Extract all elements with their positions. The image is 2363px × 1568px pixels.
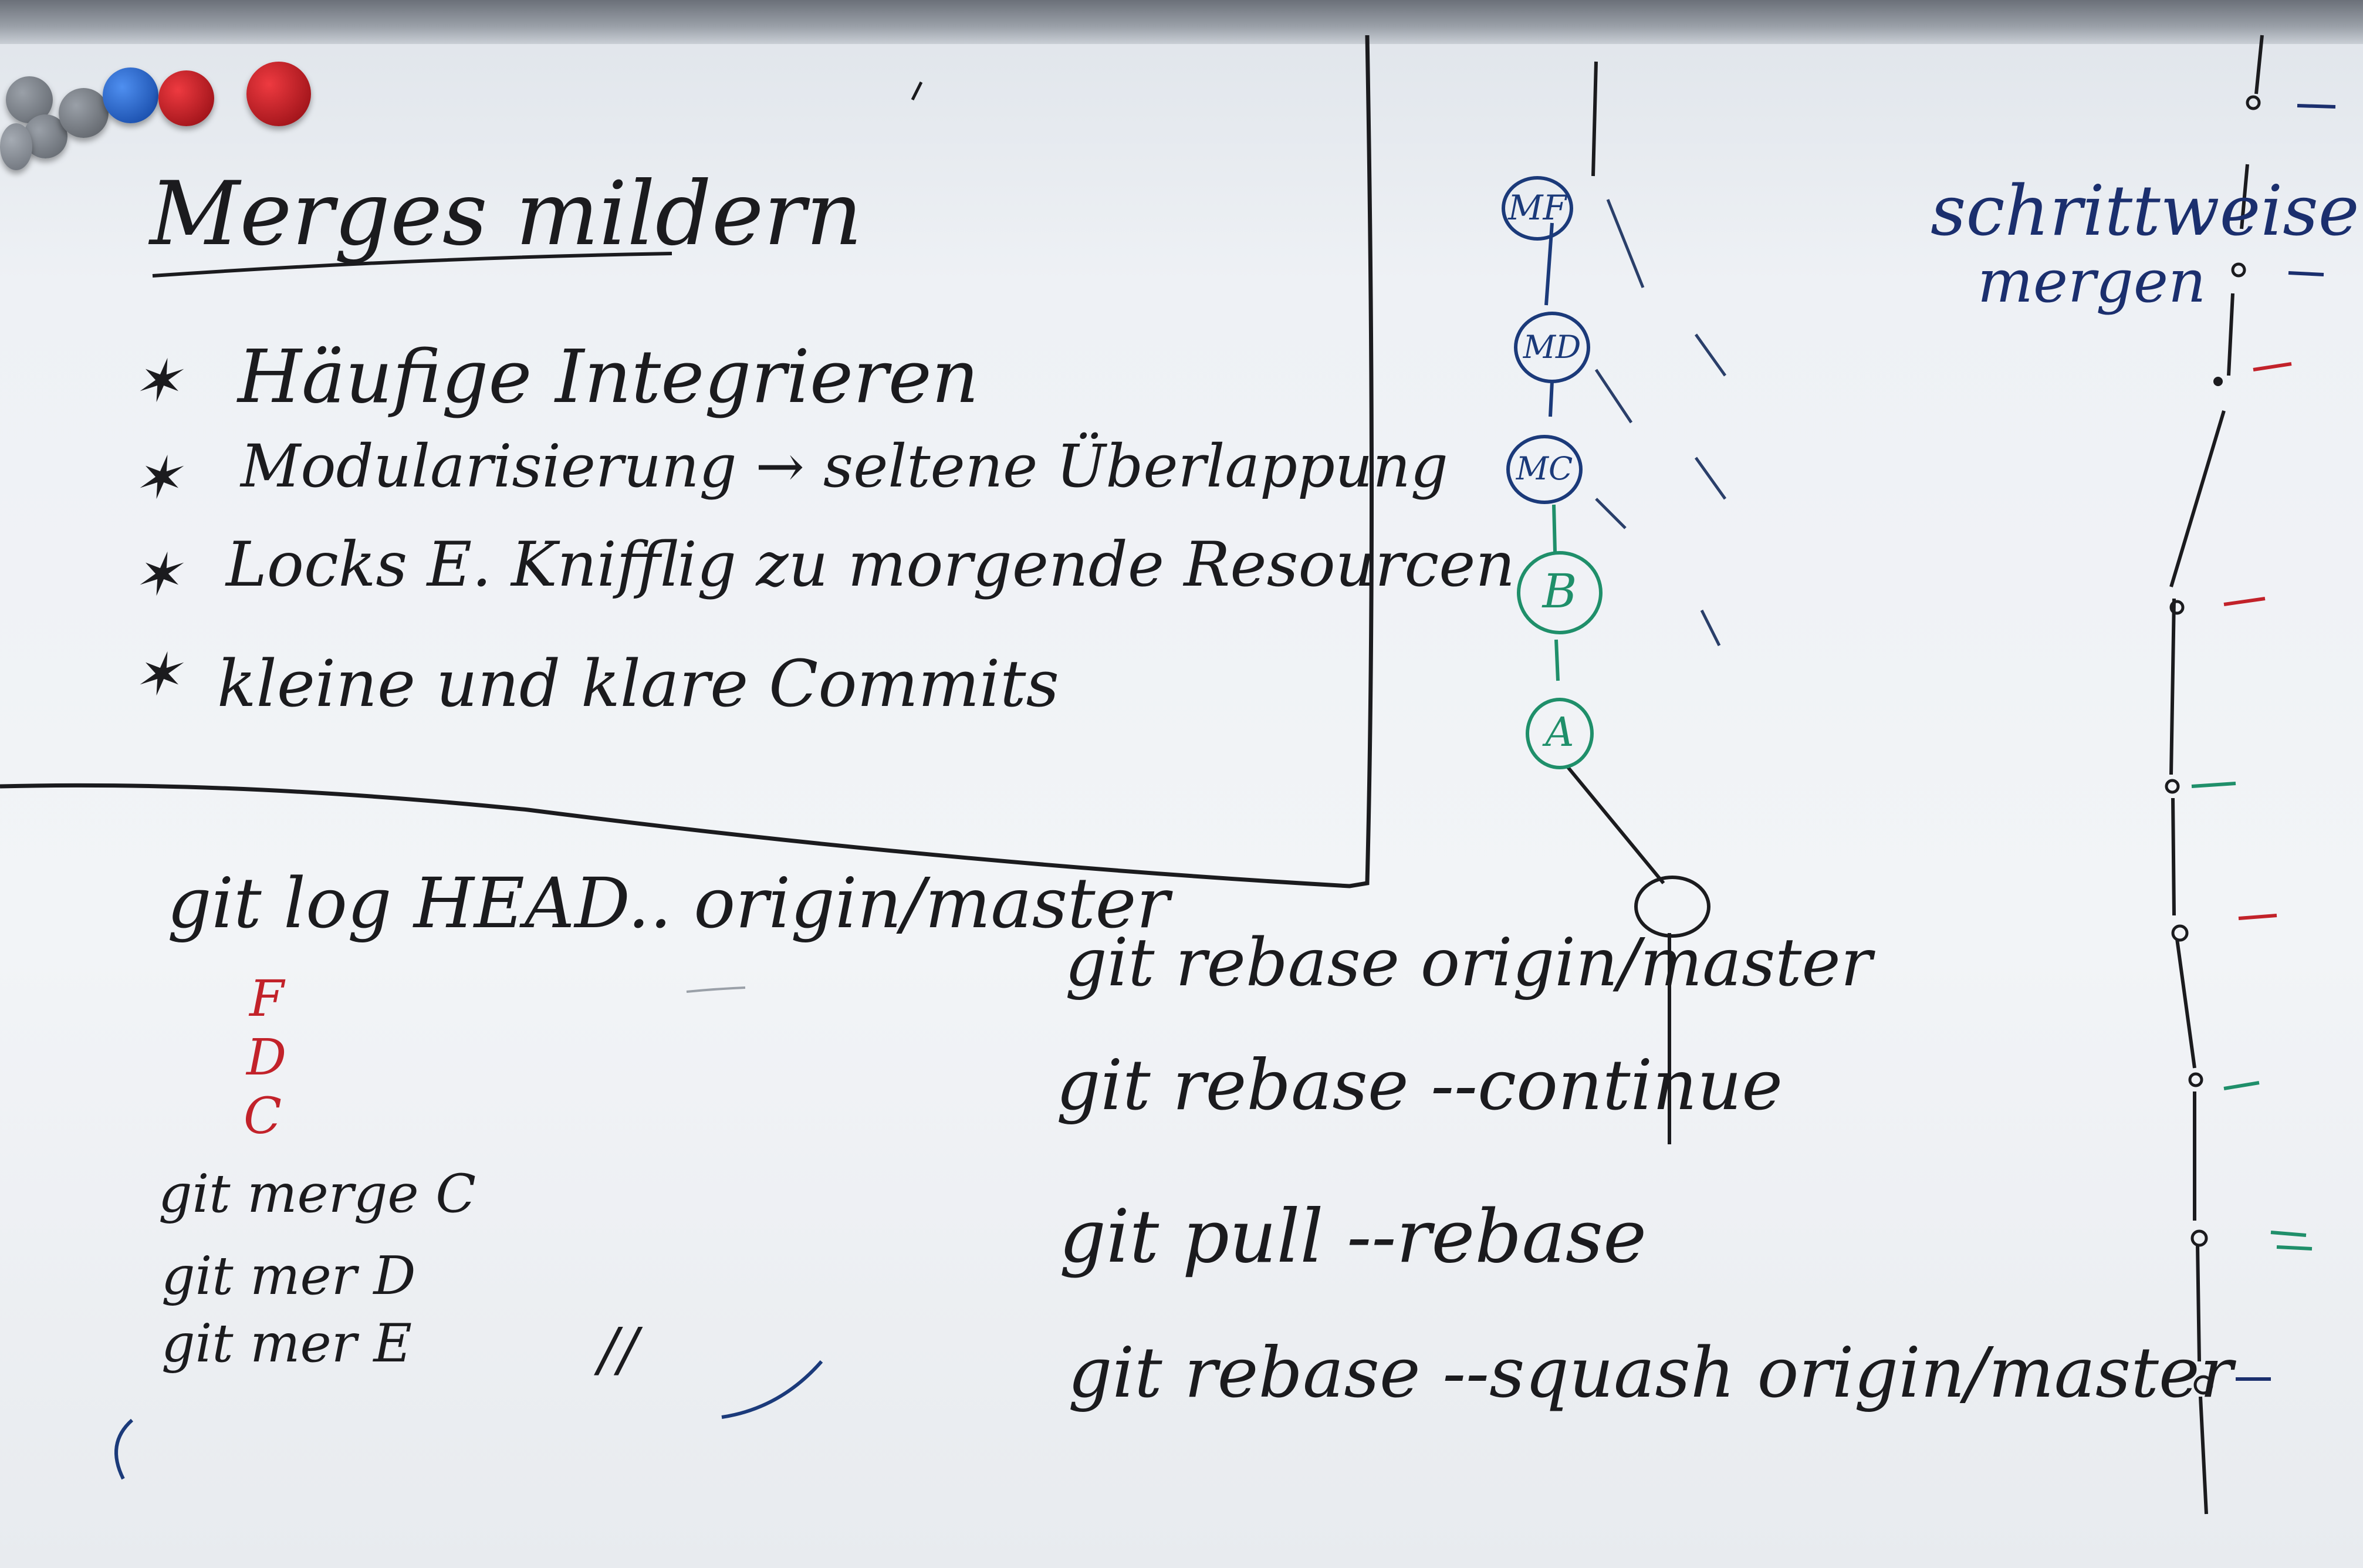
magnet-red	[246, 62, 311, 126]
merge-command: git mer E	[161, 1313, 413, 1374]
magnet-blue	[103, 67, 158, 123]
merge-command: git mer D	[161, 1245, 416, 1307]
log-commit: C	[244, 1087, 282, 1145]
rebase-command: git rebase origin/master	[1065, 925, 1872, 1001]
log-commit: D	[246, 1029, 287, 1087]
whiteboard-frame	[0, 0, 2363, 44]
notes-title: Merges mildern	[150, 163, 863, 265]
node-md	[1514, 312, 1590, 383]
merge-command: git merge C	[158, 1163, 476, 1225]
rebase-command: git rebase --squash origin/master	[1068, 1332, 2233, 1413]
magnet-grey	[59, 88, 109, 138]
node-label-mc: MC	[1516, 450, 1573, 487]
node-b	[1517, 551, 1603, 634]
node-base	[1634, 876, 1710, 938]
node-label-md: MD	[1523, 329, 1581, 366]
bullet-item: kleine und klare Commits	[217, 646, 1059, 721]
node-label-mf: MF	[1508, 188, 1567, 228]
side-note-line: mergen	[1977, 247, 2206, 316]
bullet-marker: ✶	[132, 347, 181, 415]
node-mf	[1502, 176, 1573, 241]
node-a	[1526, 698, 1594, 769]
bullet-item: Modularisierung → seltene Überlappung	[241, 432, 1448, 501]
misc-mark: //	[599, 1315, 638, 1384]
node-mc	[1506, 435, 1583, 504]
bullet-item: Häufige Integrieren	[238, 334, 979, 420]
magnet-red	[158, 70, 214, 126]
bullet-marker: ✶	[132, 640, 181, 709]
magnet-grey	[0, 123, 32, 170]
box-outline	[0, 35, 1374, 888]
bullet-marker: ✶	[132, 444, 181, 512]
node-label-a: A	[1545, 709, 1574, 756]
title-underline	[152, 252, 672, 278]
bullet-marker: ✶	[132, 540, 181, 609]
bullet-item: Locks E. Knifflig zu morgende Resourcen	[226, 529, 1516, 600]
log-command: git log HEAD.. origin/master	[167, 863, 1169, 944]
side-note-line: schrittweise	[1931, 170, 2359, 251]
rebase-command: git rebase --continue	[1056, 1045, 1783, 1126]
node-label-b: B	[1542, 564, 1577, 619]
timeline	[2169, 35, 2264, 1515]
log-commit: F	[249, 970, 284, 1028]
rebase-command: git pull --rebase	[1059, 1194, 1647, 1279]
